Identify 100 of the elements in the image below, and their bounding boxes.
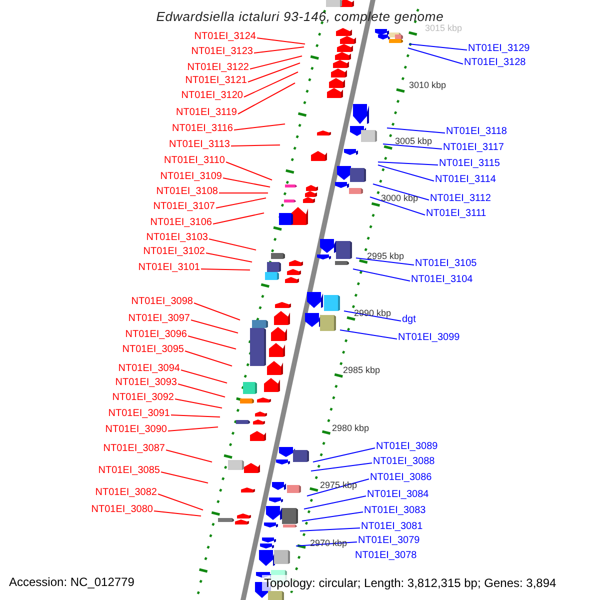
- gene-label: NT01EI_3123: [191, 46, 253, 58]
- gene-label: NT01EI_3090: [105, 424, 167, 436]
- gene-label: NT01EI_3107: [153, 201, 215, 213]
- gene-label: NT01EI_3117: [443, 142, 504, 154]
- gene-label: NT01EI_3109: [160, 171, 222, 183]
- leader-line: [250, 56, 302, 70]
- leader-line: [190, 320, 238, 334]
- gene-label: NT01EI_3081: [361, 521, 423, 533]
- leader-line: [234, 124, 286, 130]
- leader-line: [230, 144, 280, 146]
- gene-label: NT01EI_3113: [169, 139, 230, 151]
- gene-label: NT01EI_3092: [112, 392, 174, 404]
- gene-label: NT01EI_3083: [364, 505, 426, 517]
- gene-label: NT01EI_3079: [358, 535, 420, 547]
- tick-label: 3010 kbp: [409, 80, 446, 90]
- leader-line: [340, 330, 398, 340]
- gene-label: NT01EI_3087: [103, 443, 165, 455]
- leader-line: [226, 162, 272, 180]
- gene-label: NT01EI_3114: [435, 174, 496, 186]
- leader-line: [312, 448, 376, 462]
- gene-label: NT01EI_3118: [446, 126, 507, 138]
- tick-label: 3015 kbp: [425, 22, 462, 33]
- leader-line: [218, 192, 268, 194]
- gene-label: NT01EI_3111: [426, 208, 486, 220]
- leader-line: [408, 48, 464, 64]
- leader-line: [244, 72, 298, 98]
- gene-label: NT01EI_3116: [172, 123, 233, 135]
- leader-line: [304, 496, 366, 510]
- gene-label: NT01EI_3085: [98, 465, 160, 477]
- leader-line: [222, 178, 270, 188]
- gene-label: NT01EI_3105: [415, 258, 477, 270]
- gene-label: NT01EI_3084: [367, 489, 429, 501]
- leader-line: [408, 44, 468, 50]
- leader-line: [300, 528, 360, 532]
- gene-label: NT01EI_3122: [187, 62, 249, 74]
- leader-line: [174, 398, 222, 408]
- gene-label: NT01EI_3103: [146, 232, 208, 244]
- leader-line: [256, 38, 306, 44]
- title: Edwardsiella ictaluri 93-146, complete genome: [155, 9, 445, 24]
- leader-line: [248, 62, 300, 82]
- leader-line: [382, 144, 442, 150]
- genome-info-text: Topology: circular; Length: 3,812,315 bp; Genes: 3,894: [262, 574, 558, 591]
- gene-label: dgt: [402, 314, 416, 326]
- leader-line: [378, 162, 438, 166]
- gene-label: NT01EI_3129: [468, 43, 530, 55]
- leader-line: [310, 462, 372, 472]
- gene-label: NT01EI_3108: [156, 186, 218, 198]
- leader-line: [188, 336, 236, 350]
- leader-line: [200, 268, 250, 270]
- tick-label: 2995 kbp: [367, 250, 404, 261]
- leader-line: [352, 268, 410, 282]
- leader-line: [372, 184, 430, 200]
- leader-line: [160, 472, 208, 484]
- gene-label: NT01EI_3128: [464, 57, 526, 69]
- gene-label: NT01EI_3095: [122, 344, 184, 356]
- leader-line: [184, 350, 232, 366]
- leader-line: [166, 450, 212, 462]
- tick-label: 2980 kbp: [332, 422, 370, 433]
- leader-line: [216, 198, 266, 208]
- leader-line: [180, 370, 228, 384]
- leader-line: [212, 212, 264, 224]
- gene-label: NT01EI_3119: [176, 107, 237, 119]
- leader-line: [208, 238, 256, 250]
- leader-line: [378, 164, 434, 182]
- leader-line: [356, 258, 414, 266]
- gene-label: NT01EI_3110: [164, 155, 225, 167]
- leader-line: [194, 302, 240, 320]
- gene-label: NT01EI_3089: [376, 441, 438, 453]
- gene-label: NT01EI_3096: [125, 329, 187, 341]
- leader-line: [168, 426, 218, 432]
- leader-line: [154, 510, 202, 516]
- gene-label: NT01EI_3088: [373, 456, 435, 468]
- accession-text: Accession: NC_012779: [9, 574, 134, 589]
- leader-line: [238, 82, 296, 114]
- gene-label: NT01EI_3120: [181, 90, 243, 102]
- leader-line: [370, 196, 426, 216]
- gene-label: NT01EI_3101: [138, 262, 200, 274]
- leader-line: [206, 252, 252, 262]
- leader-line: [386, 128, 446, 134]
- gene-label: NT01EI_3080: [91, 504, 153, 516]
- gene-label: NT01EI_3097: [128, 313, 190, 325]
- gene-label: NT01EI_3102: [143, 246, 205, 258]
- leader-line: [306, 478, 370, 496]
- gene-label: NT01EI_3115: [439, 158, 500, 170]
- tick-label: 2985 kbp: [343, 364, 380, 375]
- leader-line: [178, 384, 226, 398]
- gene-label: NT01EI_3086: [370, 472, 432, 484]
- gene-label: NT01EI_3104: [411, 274, 473, 286]
- gene-label: NT01EI_3078: [355, 550, 417, 562]
- tick-label: 3000 kbp: [381, 192, 418, 203]
- gene-label: NT01EI_3121: [185, 75, 247, 87]
- gene-label: NT01EI_3106: [150, 217, 212, 229]
- tick-label: 3005 kbp: [395, 136, 432, 146]
- gene-label: NT01EI_3099: [398, 332, 460, 344]
- leader-line: [254, 46, 304, 54]
- leader-line: [302, 512, 364, 522]
- gene-label: NT01EI_3093: [115, 377, 177, 389]
- leader-line: [170, 414, 220, 418]
- gene-label: NT01EI_3082: [95, 487, 157, 499]
- gene-label: NT01EI_3112: [430, 193, 491, 205]
